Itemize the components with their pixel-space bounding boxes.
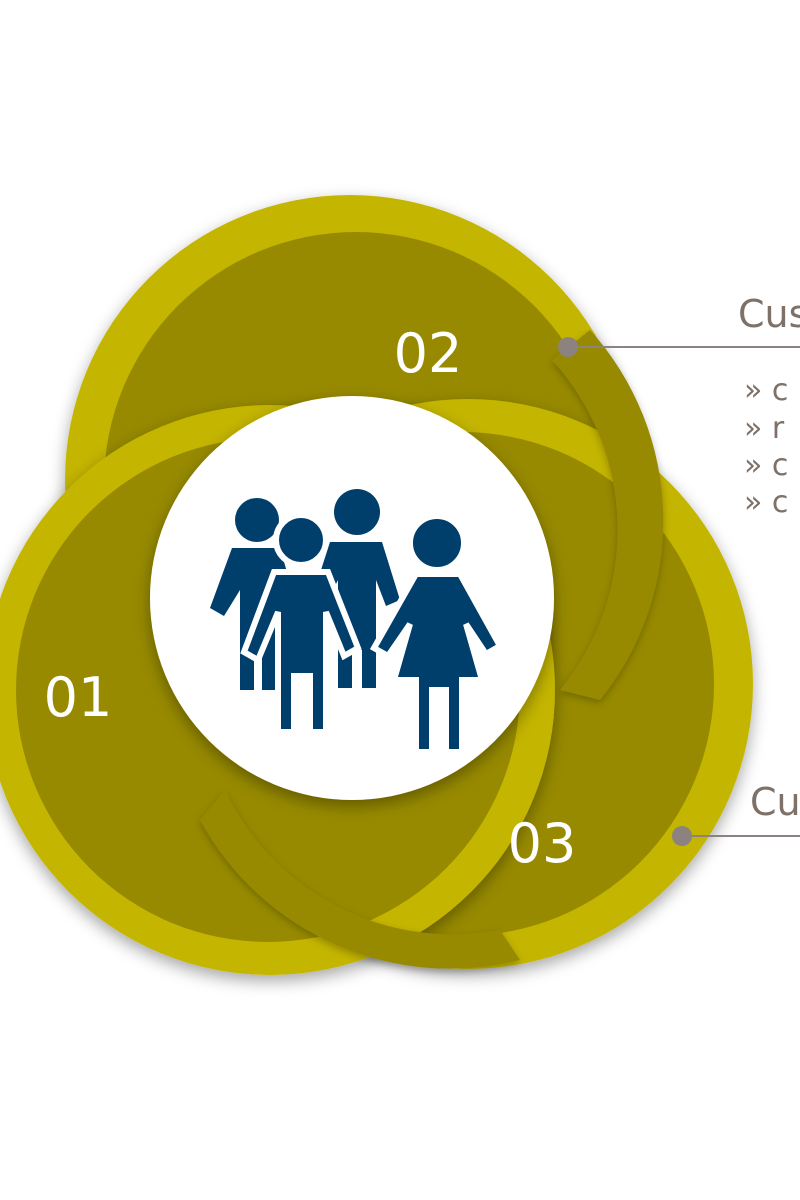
callout-02-bullet-3: » c (744, 448, 788, 483)
callout-02-bullet-1: » c (744, 373, 788, 408)
connector-02 (558, 337, 800, 357)
segment-02-number: 02 (394, 322, 463, 385)
connector-03 (672, 826, 800, 846)
segment-02-overlap (552, 330, 664, 700)
segment-03-number: 03 (508, 812, 577, 875)
segment-01-number: 01 (44, 666, 113, 729)
segment-03-overlap (200, 790, 520, 969)
callout-02-title: Cus (738, 292, 800, 336)
callout-02-bullet-4: » c (744, 485, 788, 520)
callout-02-bullet-2: » r (744, 411, 785, 446)
group-of-people-icon (210, 489, 505, 755)
callout-03-title: Cu (750, 780, 800, 824)
